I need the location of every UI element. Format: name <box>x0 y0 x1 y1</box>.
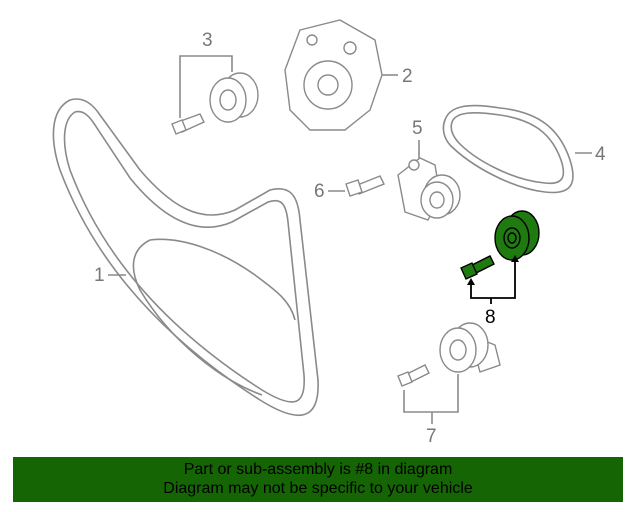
part-4-belt[interactable] <box>442 104 574 194</box>
callout-3: 3 <box>179 30 233 118</box>
part-3-idler-pulley[interactable] <box>171 72 259 135</box>
banner-line-1: Part or sub-assembly is #8 in diagram <box>183 461 453 478</box>
svg-text:2: 2 <box>402 66 413 87</box>
callout-2: 2 <box>382 66 413 87</box>
svg-text:4: 4 <box>595 144 606 165</box>
part-1-serpentine-belt[interactable] <box>52 98 319 416</box>
svg-text:3: 3 <box>202 30 213 51</box>
part-6-bolt[interactable] <box>345 175 385 197</box>
callout-6: 6 <box>314 181 345 202</box>
banner-line-2: Diagram may not be specific to your vehi… <box>163 480 473 497</box>
part-5-tensioner-pulley[interactable] <box>397 157 461 221</box>
callout-4: 4 <box>575 144 606 165</box>
info-banner: Part or sub-assembly is #8 in diagram Di… <box>13 457 623 502</box>
callout-7: 7 <box>403 374 459 447</box>
svg-text:7: 7 <box>426 426 437 447</box>
callout-5: 5 <box>412 118 423 158</box>
svg-text:5: 5 <box>412 118 423 139</box>
part-2-tensioner[interactable] <box>284 19 383 131</box>
part-8-idler-pulley-highlighted[interactable] <box>460 210 540 280</box>
svg-text:6: 6 <box>314 181 325 202</box>
svg-text:8: 8 <box>485 307 496 328</box>
part-7-pulley[interactable] <box>397 322 501 387</box>
svg-text:1: 1 <box>94 265 105 286</box>
callout-1: 1 <box>94 265 126 286</box>
callout-8: 8 <box>467 255 519 328</box>
